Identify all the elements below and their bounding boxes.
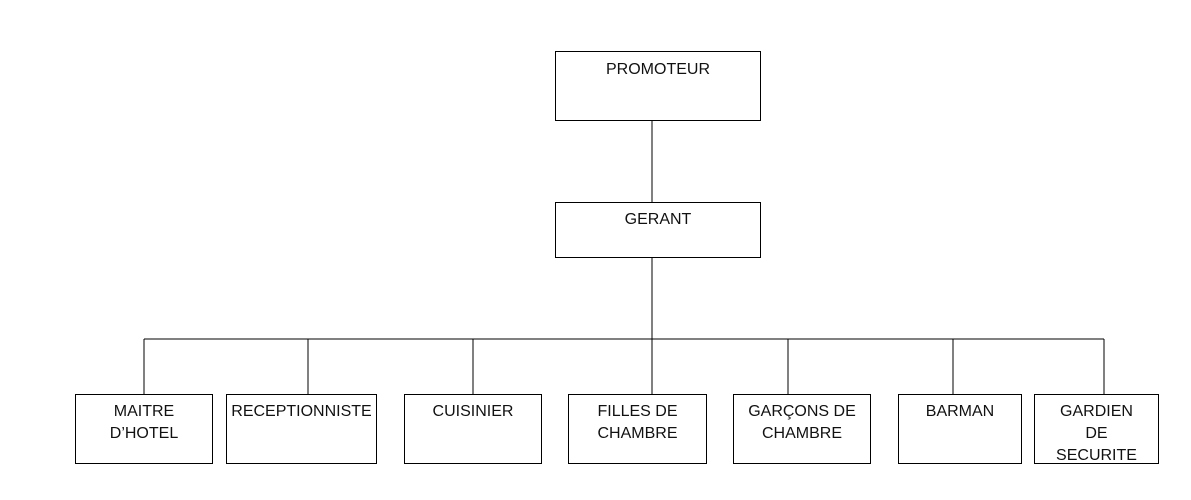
node-label: GERANT [624, 211, 692, 228]
node-promoteur: PROMOTEUR [555, 51, 761, 121]
node-label: FILLES DE CHAMBRE [597, 403, 678, 442]
node-label: BARMAN [925, 403, 995, 420]
node-filles-de-chambre: FILLES DE CHAMBRE [568, 394, 707, 464]
node-label: CUISINIER [432, 403, 514, 420]
node-gardien-de-securite: GARDIEN DE SECURITE [1034, 394, 1159, 464]
node-label: GARDIEN DE SECURITE [1056, 403, 1137, 464]
node-label: PROMOTEUR [606, 61, 710, 78]
node-cuisinier: CUISINIER [404, 394, 542, 464]
node-label: GARÇONS DE CHAMBRE [748, 403, 856, 442]
node-barman: BARMAN [898, 394, 1022, 464]
node-label: MAITRE D’HOTEL [109, 403, 179, 442]
node-gerant: GERANT [555, 202, 761, 258]
node-garcons-de-chambre: GARÇONS DE CHAMBRE [733, 394, 871, 464]
node-maitre-dhotel: MAITRE D’HOTEL [75, 394, 213, 464]
node-receptionniste: RECEPTIONNISTE [226, 394, 377, 464]
node-label: RECEPTIONNISTE [231, 403, 372, 420]
